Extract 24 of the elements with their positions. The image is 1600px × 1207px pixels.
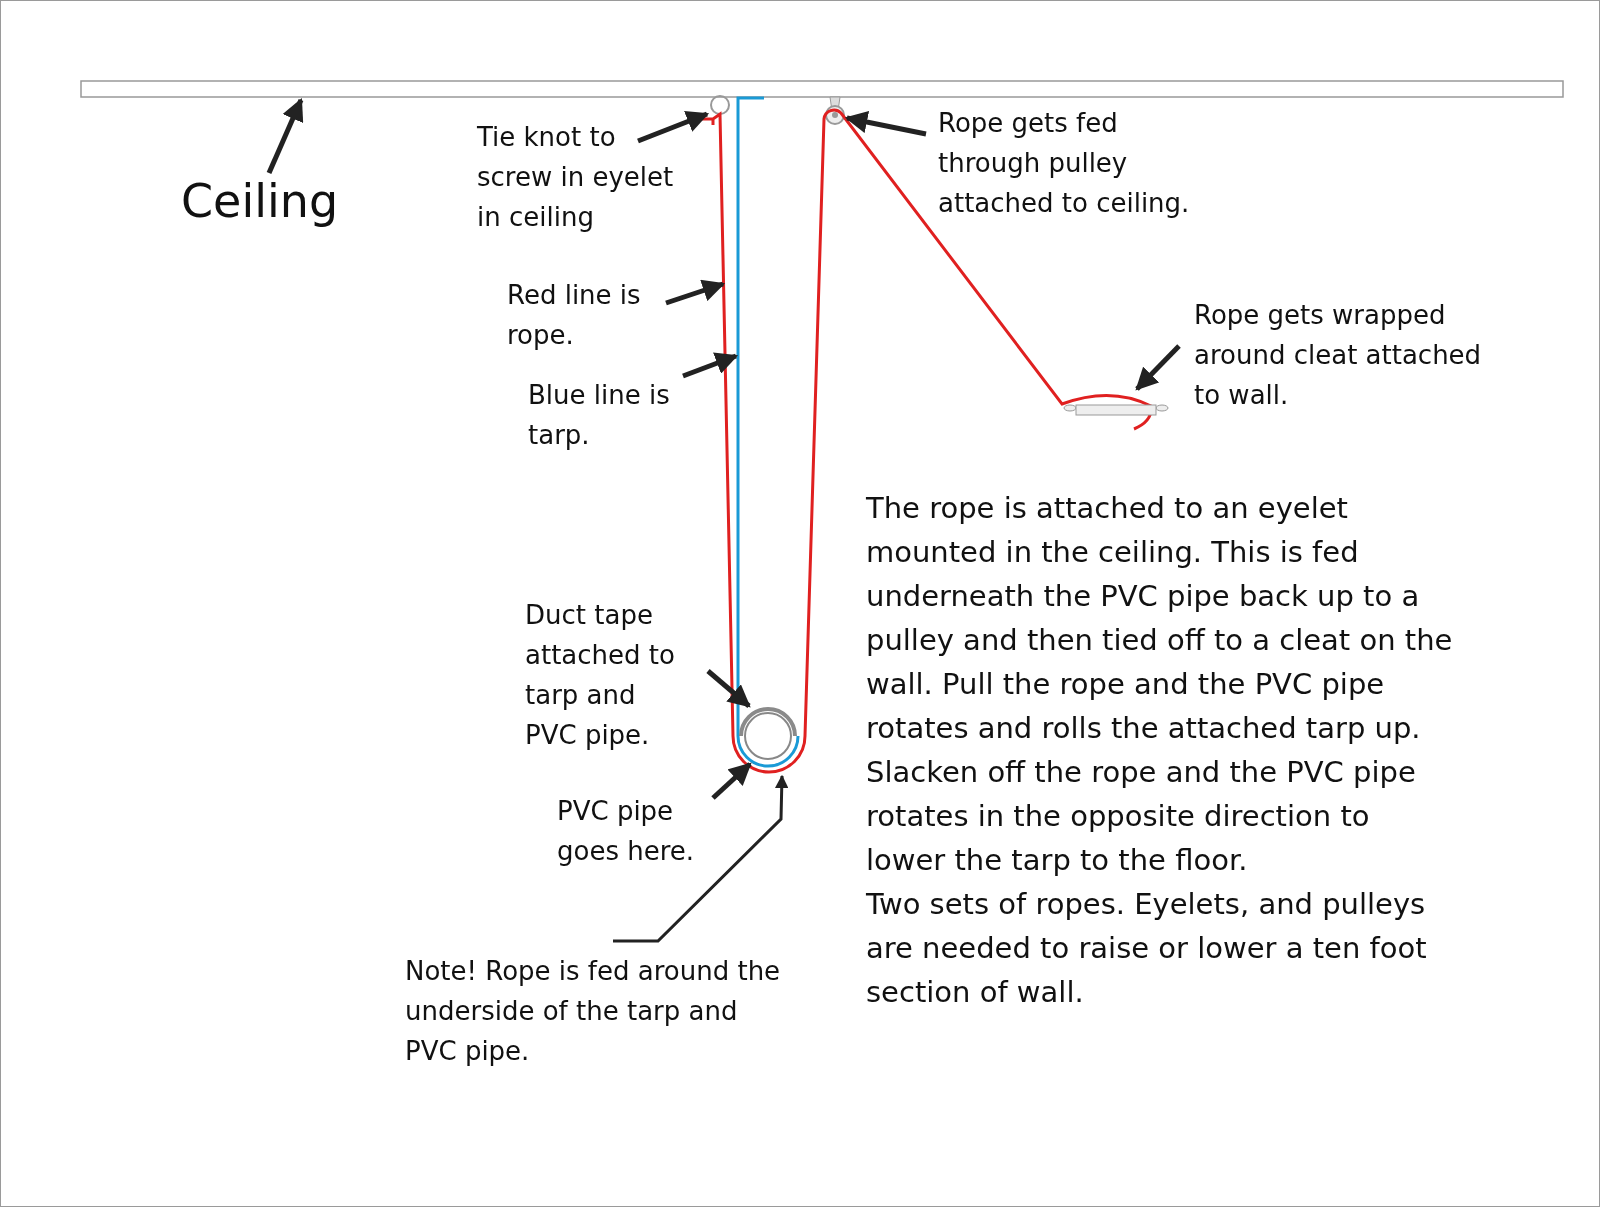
- leader-arrow: [711, 762, 752, 800]
- callout-text: Duct tape attached to tarp and PVC pipe.: [525, 595, 690, 755]
- leader-arrow: [682, 352, 739, 379]
- description-paragraph: The rope is attached to an eyelet mounted in the ceiling. This is fed underneath the PVC pipe back up to a pulley and then tied off to a cleat on the wall. Pull the rope and the PVC pipe rotates and rolls the attached tarp up. Slacken off the rope and the PVC pipe rotates in the opposite direction to lower the tarp to the floor.: [866, 490, 1454, 879]
- callout-text: Rope gets wrapped around cleat attached to wall.: [1194, 295, 1514, 415]
- ceiling-bar: [80, 80, 1564, 98]
- leader-arrow: [637, 110, 710, 144]
- cleat: [1063, 404, 1169, 416]
- leader-arrow: [706, 669, 751, 708]
- callout-text: PVC pipe goes here.: [557, 791, 717, 871]
- leader-arrow: [1135, 344, 1181, 391]
- ceiling-label: Ceiling: [181, 173, 401, 229]
- callout-text: Rope gets fed through pulley attached to ceiling.: [938, 103, 1218, 223]
- description-paragraph: Two sets of ropes. Eyelets, and pulleys are needed to raise or lower a ten foot section of wall.: [866, 886, 1428, 1011]
- callout-text: Blue line is tarp.: [528, 375, 688, 455]
- pulley: [825, 96, 845, 125]
- leader-arrow: [665, 279, 726, 306]
- leader-arrow: [266, 97, 304, 174]
- callout-text: Tie knot to screw in eyelet in ceiling: [477, 117, 697, 237]
- leader-arrow: [613, 774, 789, 943]
- callout-text: Red line is rope.: [507, 275, 667, 355]
- leader-arrow: [844, 111, 927, 137]
- callout-text: Note! Rope is fed around the underside of the tarp and PVC pipe.: [405, 951, 795, 1071]
- eyelet: [710, 95, 730, 115]
